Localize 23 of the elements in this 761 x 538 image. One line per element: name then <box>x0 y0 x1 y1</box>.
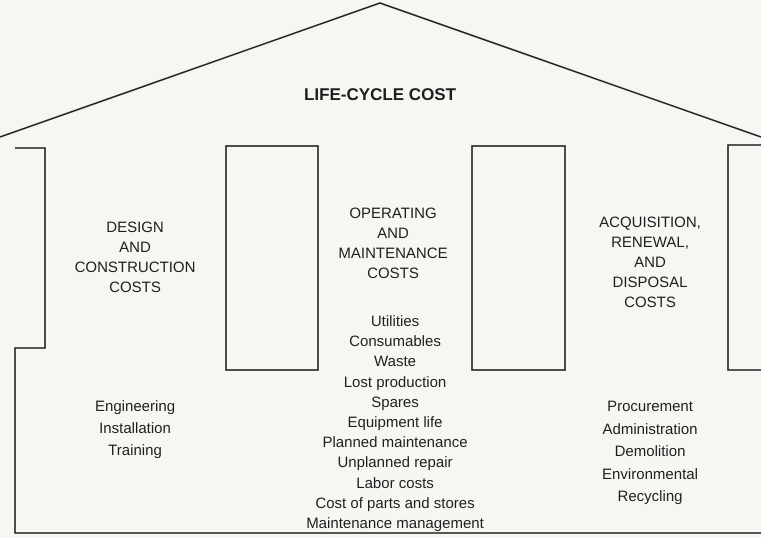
cost-item: Utilities <box>370 312 420 332</box>
column-heading: ACQUISITION, RENEWAL, AND DISPOSAL COSTS <box>598 213 702 313</box>
cost-item: Environmental <box>602 464 698 484</box>
cost-item: Consumables <box>349 332 441 352</box>
cost-item: Maintenance management <box>306 514 484 534</box>
house-title: LIFE-CYCLE COST <box>302 84 458 105</box>
cost-item: Installation <box>99 419 171 439</box>
cost-item: Waste <box>374 352 416 372</box>
cost-item: Procurement <box>607 397 693 417</box>
cost-item: Lost production <box>344 372 446 393</box>
cost-item: Cost of parts and stores <box>315 494 475 514</box>
cost-item: Equipment life <box>347 413 443 433</box>
column-heading: OPERATING AND MAINTENANCE COSTS <box>338 204 448 284</box>
cost-item: Spares <box>371 392 419 413</box>
cost-item: Planned maintenance <box>322 433 468 454</box>
column-heading: DESIGN AND CONSTRUCTION COSTS <box>74 218 196 298</box>
cost-item: Administration <box>602 420 698 440</box>
cost-item: Recycling <box>617 487 683 507</box>
cost-item: Unplanned repair <box>337 453 453 474</box>
cost-item: Training <box>108 441 162 461</box>
cost-item: Labor costs <box>356 474 434 494</box>
cost-item: Demolition <box>614 442 686 462</box>
cost-item: Engineering <box>94 397 176 417</box>
